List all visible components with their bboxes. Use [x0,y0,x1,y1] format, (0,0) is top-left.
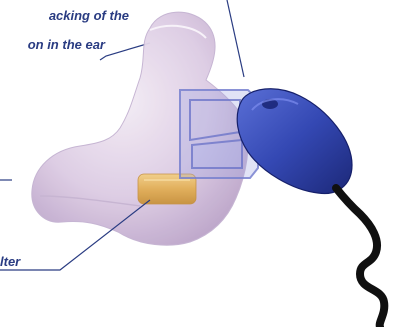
callout-tracking-label-line2: on in the ear [28,37,105,53]
receiver-shell [237,89,352,194]
leader-line-tracking [100,43,150,60]
callout-tracking-label-line1: acking of the [49,8,129,24]
cable [336,188,384,327]
callout-filter-label: lter [0,254,20,270]
leader-line-tracking-top [227,0,244,77]
